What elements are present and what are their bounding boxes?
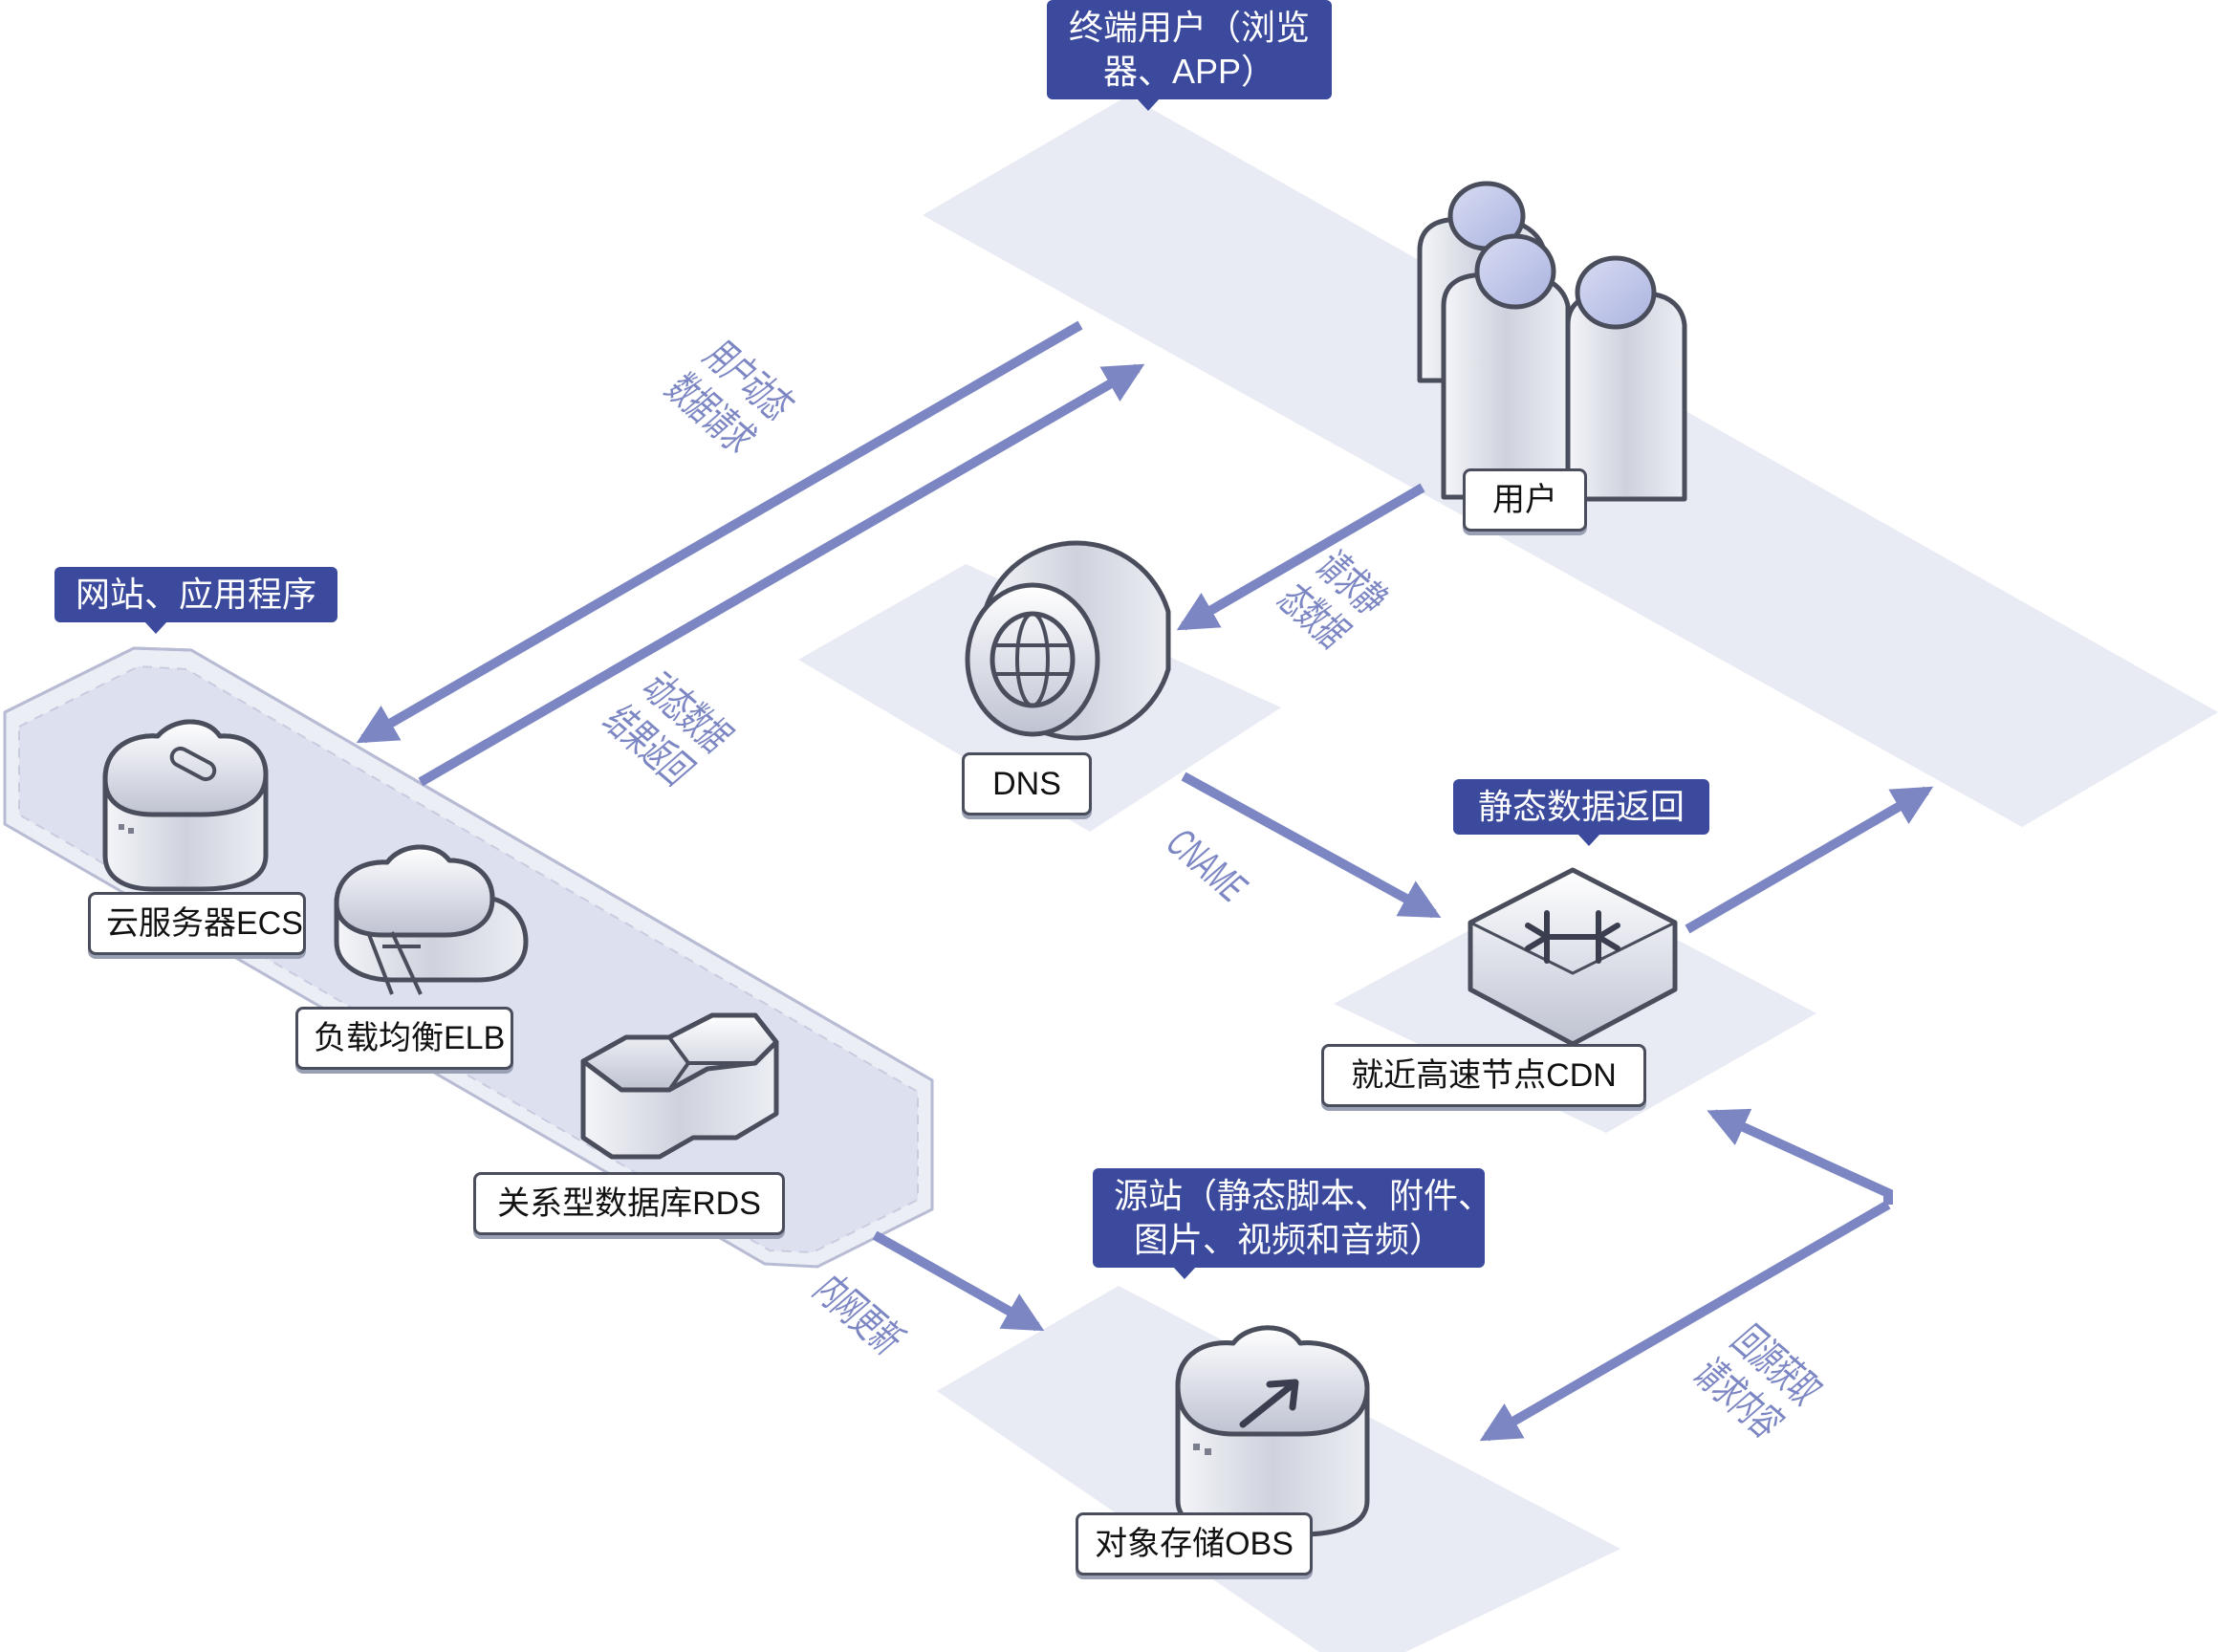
users-group-icon — [1417, 181, 1687, 502]
arrow-dynamic-request — [356, 320, 1083, 744]
callout-end-user-line1: 终端用户（浏览 — [1068, 8, 1310, 47]
node-label-rds: 关系型数据库RDS — [473, 1172, 785, 1235]
arrow-dynamic-return — [418, 363, 1145, 787]
arrow-origin-to-cdn — [1707, 1108, 1893, 1205]
globe-icon — [965, 540, 1171, 741]
callout-static-return-text: 静态数据返回 — [1477, 787, 1685, 826]
cdn-node-icon — [1468, 867, 1678, 1047]
node-label-cdn: 就近高速节点CDN — [1321, 1044, 1646, 1107]
callout-end-user: 终端用户（浏览 器、APP） — [1047, 0, 1332, 111]
load-balancer-icon — [334, 844, 529, 995]
callout-website-app-text: 网站、应用程序 — [76, 575, 317, 614]
node-label-obs: 对象存储OBS — [1076, 1512, 1313, 1576]
cloud-server-icon — [102, 719, 269, 892]
node-label-users: 用户 — [1463, 468, 1587, 532]
database-hex-icon — [580, 1012, 779, 1160]
node-label-dns: DNS — [962, 752, 1092, 815]
callout-static-return: 静态数据返回 — [1453, 779, 1709, 846]
arrow-static-request — [1176, 483, 1425, 631]
arrows — [356, 320, 1934, 1442]
node-label-elb: 负载均衡ELB — [295, 1007, 513, 1070]
callout-origin: 源站（静态脚本、附件、 图片、视频和音频） — [1093, 1168, 1493, 1279]
arrow-static-return — [1685, 786, 1934, 934]
callout-origin-line2: 图片、视频和音频） — [1133, 1220, 1444, 1259]
arrow-back-to-origin — [1479, 1200, 1891, 1442]
callout-end-user-line2: 器、APP） — [1102, 52, 1276, 91]
node-label-ecs: 云服务器ECS — [88, 892, 306, 955]
callout-origin-line1: 源站（静态脚本、附件、 — [1114, 1176, 1493, 1215]
callout-website-app: 网站、应用程序 — [54, 567, 337, 634]
arrow-cname — [1181, 772, 1442, 919]
arrow-intranet-update — [872, 1230, 1045, 1332]
upload-cloud-icon — [1175, 1325, 1370, 1537]
